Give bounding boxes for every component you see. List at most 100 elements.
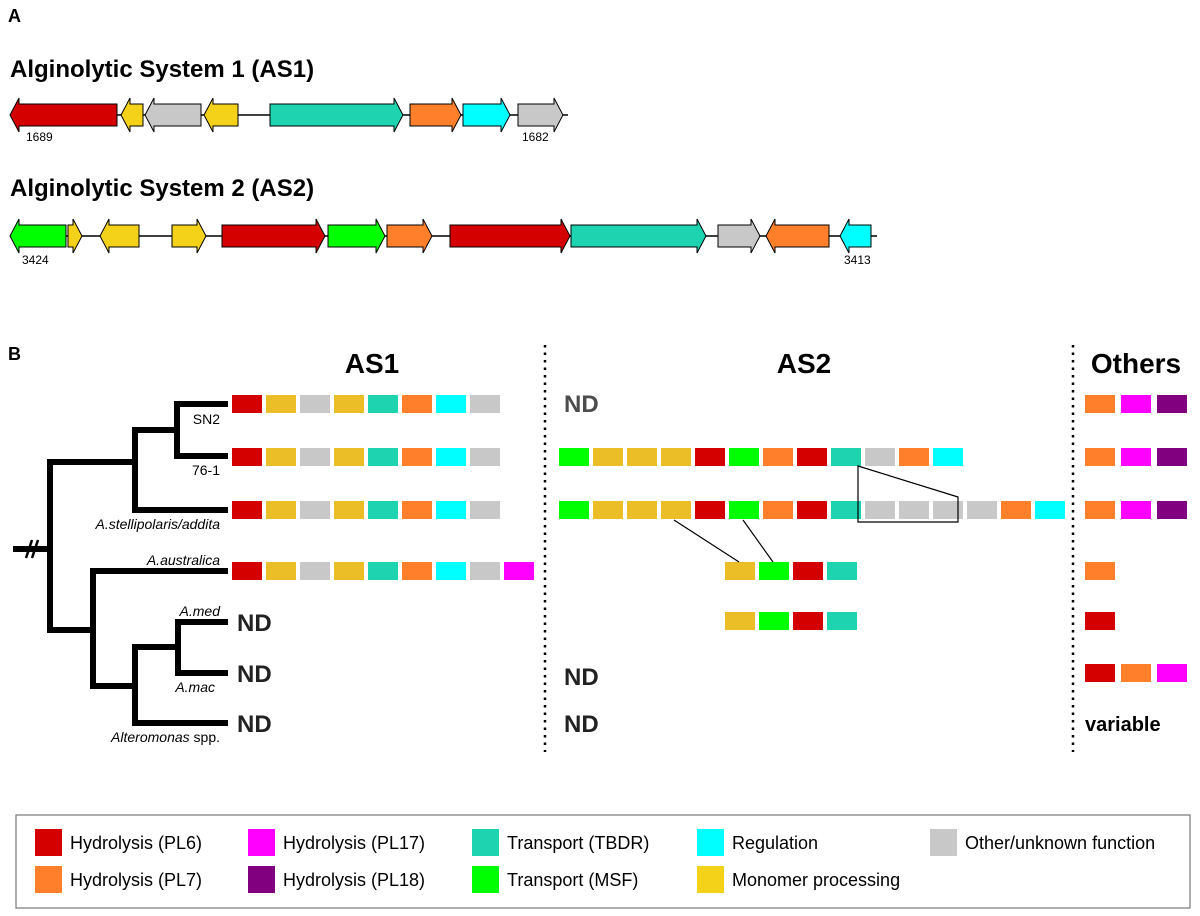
as2-box-pl7	[899, 448, 929, 466]
column-head-as2: AS2	[777, 348, 831, 379]
as2-box-mono	[627, 448, 657, 466]
taxon-suffix: spp.	[190, 729, 220, 745]
taxon-label-sn2: SN2	[193, 411, 220, 427]
as1-left-gene-number: 1689	[26, 130, 53, 144]
legend-label-mono: Monomer processing	[732, 870, 900, 890]
as2-box-mono	[627, 501, 657, 519]
legend-label-other: Other/unknown function	[965, 833, 1155, 853]
as2-box-mono	[725, 612, 755, 630]
as2-box-msf	[559, 448, 589, 466]
legend-label-reg: Regulation	[732, 833, 818, 853]
as1-box-pl7	[402, 448, 432, 466]
as2-box-mono	[661, 501, 691, 519]
as2-box-tbdr	[827, 612, 857, 630]
nd-label-med-as1: ND	[237, 610, 272, 637]
nd-label-mac-as2: ND	[564, 664, 599, 691]
others-box-pl7	[1085, 501, 1115, 519]
legend-frame	[15, 814, 1191, 909]
as1-box-mono	[334, 395, 364, 413]
panel-b-letter: B	[8, 344, 21, 364]
column-head-as1: AS1	[345, 348, 399, 379]
nd-label-sn2-as2: ND	[564, 391, 599, 418]
as2-box-msf	[759, 562, 789, 580]
gene-arrow-pl7	[409, 97, 462, 133]
as1-box-other	[300, 562, 330, 580]
as2-box-reg	[933, 448, 963, 466]
as1-box-tbdr	[368, 448, 398, 466]
others-box-pl17	[1157, 664, 1187, 682]
gene-arrow-other	[717, 218, 761, 254]
as2-box-other	[899, 501, 929, 519]
as1-right-gene-number: 1682	[522, 130, 549, 144]
taxon-genus: Alteromonas	[110, 729, 190, 745]
legend-swatch-pl18	[248, 866, 275, 893]
gene-arrow-mono	[203, 97, 239, 133]
legend-label-pl6: Hydrolysis (PL6)	[70, 833, 202, 853]
taxon-label-stellipolaris-addita: A.stellipolaris/addita	[94, 516, 220, 532]
as2-box-other	[865, 448, 895, 466]
taxon-label-76-1: 76-1	[192, 462, 220, 478]
as1-box-pl6	[232, 448, 262, 466]
nd-label-alteromonas-as2: ND	[564, 711, 599, 738]
legend-label-pl17: Hydrolysis (PL17)	[283, 833, 425, 853]
legend-swatch-mono	[697, 866, 724, 893]
legend: Hydrolysis (PL6)Hydrolysis (PL17)Transpo…	[35, 829, 1155, 893]
as1-box-reg	[436, 448, 466, 466]
gene-arrow-mono	[120, 97, 144, 133]
phylogenetic-tree	[13, 401, 228, 726]
as1-box-mono	[334, 562, 364, 580]
gene-arrow-other	[517, 97, 564, 133]
as2-box-other	[933, 501, 963, 519]
as2-box-tbdr	[827, 562, 857, 580]
as2-title: Alginolytic System 2 (AS2)	[10, 175, 314, 202]
legend-swatch-pl7	[35, 866, 62, 893]
others-box-pl6	[1085, 612, 1115, 630]
as2-box-tbdr	[831, 501, 861, 519]
as1-box-reg	[436, 562, 466, 580]
as1-box-reg	[436, 501, 466, 519]
as2-box-pl6	[695, 501, 725, 519]
gene-arrow-pl7	[765, 218, 830, 254]
as2-box-mono	[593, 448, 623, 466]
as1-box-mono	[266, 395, 296, 413]
gene-arrow-pl6	[9, 97, 118, 133]
as2-box-msf	[759, 612, 789, 630]
as2-box-pl6	[793, 562, 823, 580]
as2-box-reg	[1035, 501, 1065, 519]
others-box-pl17	[1121, 448, 1151, 466]
gene-arrow-mono	[99, 218, 140, 254]
others-box-pl18	[1157, 501, 1187, 519]
as1-box-tbdr	[368, 395, 398, 413]
gene-arrow-msf	[9, 218, 67, 254]
others-box-pl18	[1157, 395, 1187, 413]
as1-box-mono	[266, 501, 296, 519]
as1-box-other	[470, 395, 500, 413]
as1-box-mono	[334, 448, 364, 466]
as2-box-pl7	[763, 448, 793, 466]
as2-box-other	[865, 501, 895, 519]
as2-box-msf	[559, 501, 589, 519]
legend-swatch-pl17	[248, 829, 275, 856]
taxon-label-med: A.med	[179, 603, 222, 619]
as1-box-other	[470, 448, 500, 466]
as2-box-other	[967, 501, 997, 519]
others-box-pl17	[1121, 395, 1151, 413]
nd-label-mac-as1: ND	[237, 661, 272, 688]
gene-arrow-tbdr	[570, 218, 707, 254]
as1-box-other	[470, 562, 500, 580]
as1-box-pl6	[232, 562, 262, 580]
gene-arrow-pl7	[386, 218, 433, 254]
gene-arrow-pl6	[221, 218, 326, 254]
gene-arrow-reg	[839, 218, 872, 254]
legend-swatch-msf	[472, 866, 499, 893]
others-box-pl7	[1085, 448, 1115, 466]
others-box-pl6	[1085, 664, 1115, 682]
as2-box-msf	[729, 448, 759, 466]
as2-box-mono	[661, 448, 691, 466]
tree-break-mark	[24, 539, 40, 559]
gene-arrow-pl6	[449, 218, 571, 254]
legend-swatch-other	[930, 829, 957, 856]
others-box-pl7	[1085, 562, 1115, 580]
gene-arrow-mono	[67, 218, 83, 254]
